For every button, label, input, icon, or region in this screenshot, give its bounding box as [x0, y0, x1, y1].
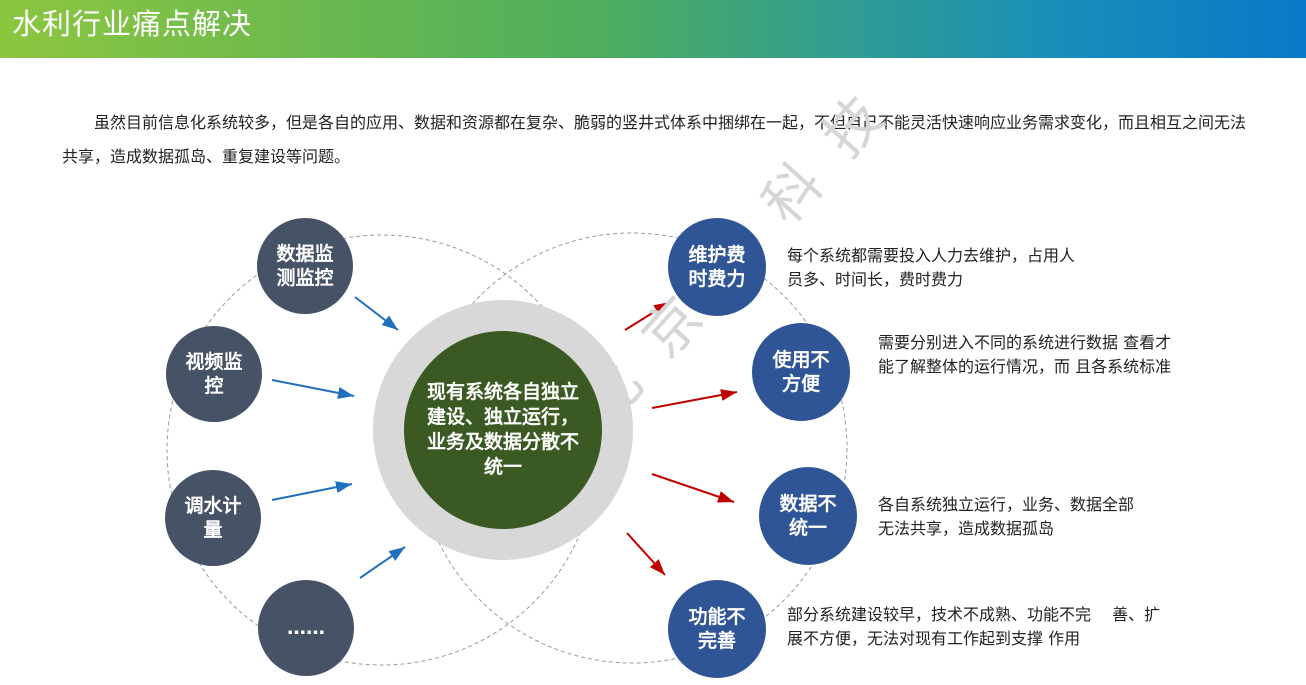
desc-inconvenient: 需要分别进入不同的系统进行数据 查看才能了解整体的运行情况，而 且各系统标准: [878, 333, 1172, 376]
page-title: 水利行业痛点解决: [12, 7, 253, 41]
center-label: 现有系统各自独立建设、独立运行，业务及数据分散不统一: [426, 381, 579, 478]
desc-incomplete-function: 部分系统建设较早，技术不成熟、功能不完 善、扩展不方便，无法对现有工作起到支撑 …: [787, 605, 1161, 648]
right-node-label: 功能不完善: [688, 606, 746, 652]
desc-data-inconsistent: 各自系统独立运行，业务、数据全部无法共享，造成数据孤岛: [878, 495, 1135, 538]
right-node-data-inconsistent: 数据不统一: [759, 467, 857, 565]
right-node-label: 维护费时费力: [688, 244, 746, 290]
arrow-in-2: [271, 379, 355, 399]
right-node-label: 数据不统一: [779, 493, 837, 539]
left-node-data-monitoring: 数据监测监控: [257, 218, 353, 314]
arrow-out-2: [651, 389, 738, 409]
left-node-label: ……: [287, 617, 325, 639]
right-node-inconvenient: 使用不方便: [752, 323, 850, 421]
arrow-out-3: [651, 473, 735, 503]
arrow-in-1: [354, 296, 399, 331]
left-node-label: 调水计量: [184, 495, 242, 541]
desc-maintenance-cost: 每个系统都需要投入人力去维护，占用人员多、时间长，费时费力: [787, 246, 1076, 289]
right-node-label: 使用不方便: [772, 349, 830, 395]
center-circle: 现有系统各自独立建设、独立运行，业务及数据分散不统一: [404, 331, 602, 529]
left-node-water-metering: 调水计量: [165, 470, 261, 566]
title-banner: 水利行业痛点解决: [0, 0, 1306, 58]
left-node-label: 视频监控: [185, 351, 243, 397]
right-node-incomplete-function: 功能不完善: [668, 580, 766, 678]
left-node-more: ……: [258, 580, 354, 676]
arrow-out-1: [624, 301, 671, 331]
left-node-video-monitoring: 视频监控: [166, 326, 262, 422]
arrow-in-3: [271, 481, 353, 501]
right-node-maintenance-cost: 维护费时费力: [668, 218, 766, 316]
intro-paragraph: 虽然目前信息化系统较多，但是各自的应用、数据和资源都在复杂、脆弱的竖井式体系中捆…: [62, 113, 1247, 166]
left-node-label: 数据监测监控: [276, 243, 334, 289]
arrow-in-4: [359, 546, 406, 579]
arrow-out-4: [626, 532, 666, 576]
